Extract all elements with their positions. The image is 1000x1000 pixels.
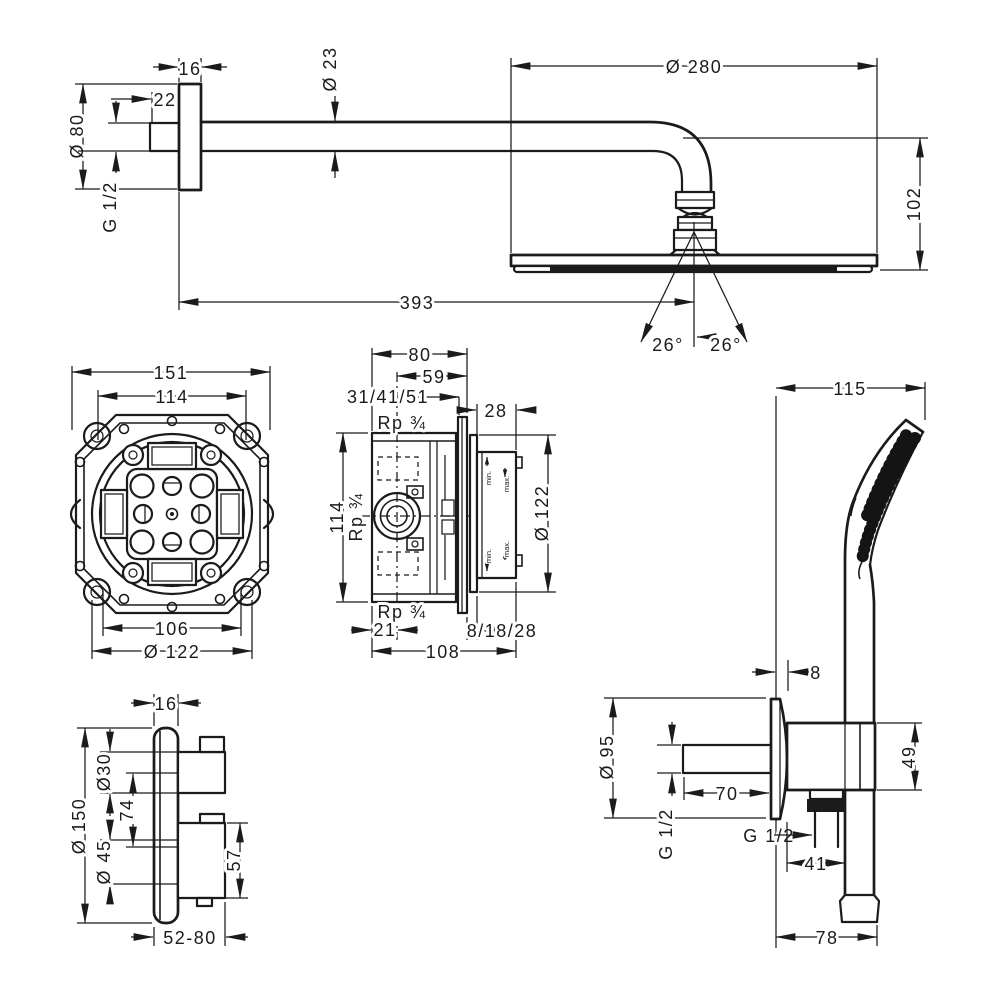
- hose-connector-cone: [838, 893, 881, 924]
- side-ear: [69, 498, 82, 530]
- label-max-upper: max.: [502, 476, 511, 492]
- dim-basicset-plate-dia: Ø 122: [532, 485, 552, 542]
- dim-angle-left: 26°: [652, 335, 684, 355]
- dim-handshower-width: 115: [833, 379, 866, 399]
- dim-basicset-inner-width: 114: [155, 387, 188, 407]
- dim-arm-thread-length: 22: [153, 90, 176, 110]
- dim-angle-right: 26°: [710, 335, 742, 355]
- dim-head-height: 102: [904, 187, 924, 222]
- dim-outlet-total-width: 78: [815, 928, 838, 948]
- dim-upper-knob-dia: Ø30: [94, 753, 114, 792]
- port-hole: [189, 473, 215, 499]
- dim-basicset-depth-inner: 59: [422, 367, 445, 387]
- port-hole: [161, 531, 183, 553]
- screw-boss: [121, 443, 145, 467]
- spray-nozzles: [860, 426, 914, 524]
- dim-outlet-flange-dia: Ø 95: [597, 734, 617, 779]
- port-hole: [132, 503, 154, 525]
- angle-line-right: [693, 231, 748, 343]
- dim-knob-distance: 74: [117, 798, 137, 821]
- dim-thread-length: 70: [715, 784, 738, 804]
- dim-arm-length: 393: [400, 293, 435, 313]
- inlet-port: [372, 491, 422, 541]
- outlet-flange: [769, 697, 789, 821]
- shower-holder-block: [785, 721, 877, 792]
- hand-shower-top: [904, 418, 925, 434]
- dim-lower-knob-height: 57: [224, 848, 244, 871]
- spray-nozzles: [856, 432, 921, 566]
- upper-knob: [176, 750, 227, 795]
- corner-lug: [232, 577, 262, 607]
- port-hole: [190, 503, 212, 525]
- label-min-lower: min.: [484, 549, 493, 563]
- port-hole: [129, 473, 155, 499]
- corner-lug: [232, 421, 262, 451]
- label-thread-mid: Rp ¾: [346, 492, 366, 541]
- thermostat-side-view: 16 Ø 150 Ø30 74 Ø 45 57 52-80: [66, 691, 248, 951]
- dim-basicset-install-depth: 31/41/51: [347, 387, 429, 407]
- mounting-ring: [90, 432, 254, 596]
- dim-thermostat-plate-dia: Ø 150: [69, 798, 89, 855]
- hand-shower-left-edge: [843, 418, 908, 726]
- dim-arm-flange-dia: Ø 80: [67, 113, 87, 158]
- corner-lug: [82, 421, 112, 451]
- dim-hose-offset: 41: [804, 854, 827, 874]
- dim-basicset-front-depth: 28: [484, 401, 507, 421]
- hand-shower-handle-edge: [868, 563, 876, 726]
- dim-holder-height: 49: [899, 745, 919, 768]
- dim-head-dia: Ø 280: [666, 57, 723, 77]
- screw-boss: [199, 443, 223, 467]
- angle-line-left: [640, 231, 695, 343]
- overhead-shower-view: 16 22 Ø 80 G 1/2 Ø 23 Ø 280 102 393: [64, 43, 928, 358]
- dim-thermostat-depth-range: 52-80: [163, 928, 217, 948]
- hand-shower-view: 115: [775, 376, 926, 948]
- trim-frame: [475, 450, 518, 580]
- basic-set-side-view: min. max. min. max. 80 59 31/41/51 28 Rp…: [324, 342, 556, 665]
- dim-basicset-outer-width: 151: [154, 363, 189, 383]
- side-ear: [262, 498, 275, 530]
- dim-basicset-total-depth: 108: [426, 642, 461, 662]
- screw-boss: [121, 561, 145, 585]
- dim-basicset-height: 114: [327, 500, 347, 533]
- dim-basicset-ring-dia: Ø 122: [144, 642, 201, 662]
- shower-arm-inner: [199, 149, 684, 194]
- label-thread-bottom: Rp ¾: [377, 602, 426, 622]
- basic-set-front-view: 151 114 106 Ø 122: [69, 360, 275, 665]
- dim-arm-dia: Ø 23: [320, 46, 340, 91]
- screw-boss: [199, 561, 223, 585]
- dim-flange-offset: 8: [810, 663, 822, 683]
- center-hole: [165, 507, 179, 521]
- lower-knob: [176, 821, 227, 900]
- thermostat-plate: [152, 726, 180, 925]
- outlet-holder-view: 8 70 Ø 95 G 1/2 49 G 1/2: [594, 660, 922, 951]
- port-hole: [189, 529, 215, 555]
- dim-arm-flange-width: 16: [178, 59, 201, 79]
- dim-basicset-trim-range: 8/18/28: [467, 621, 538, 641]
- dim-lower-knob-dia: Ø 45: [94, 839, 114, 884]
- dim-arm-wall-thread: G 1/2: [100, 181, 120, 233]
- hose-nipple: [808, 788, 845, 801]
- dim-thermostat-plate-thickness: 16: [154, 694, 177, 714]
- dim-basicset-offset: 21: [373, 620, 396, 640]
- corner-lug: [82, 577, 112, 607]
- basic-set-body: [370, 431, 458, 604]
- dim-outlet-wall-thread: G 1/2: [656, 808, 676, 860]
- label-thread-top: Rp ¾: [377, 413, 426, 433]
- ball-joint: [676, 206, 714, 216]
- head-connector: [672, 228, 718, 252]
- shower-arm-outer: [199, 120, 713, 194]
- outlet-thread-pipe: [681, 743, 773, 775]
- label-min-upper: min.: [484, 471, 493, 485]
- housing-octagon: [74, 413, 270, 615]
- port-hole: [129, 529, 155, 555]
- arm-wall-thread: [148, 121, 181, 153]
- knurled-nut: [807, 799, 846, 812]
- dim-basicset-tab-width: 106: [155, 619, 190, 639]
- port-hole: [161, 475, 183, 497]
- arm-wall-flange: [177, 82, 203, 192]
- dim-basicset-depth: 80: [408, 345, 431, 365]
- label-max-lower: max.: [502, 541, 511, 557]
